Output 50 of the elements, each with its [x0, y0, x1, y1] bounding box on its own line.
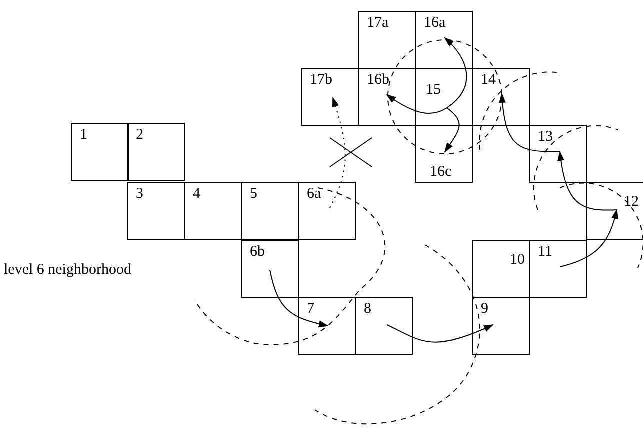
arrow: [444, 108, 460, 153]
arrow: [386, 94, 448, 114]
square-number: 6a: [307, 187, 322, 202]
grid-square: [472, 297, 530, 355]
square-number: 6b: [250, 245, 265, 260]
arrow: [558, 151, 618, 211]
square-number: 14: [481, 73, 496, 88]
grid-square: [355, 297, 413, 355]
square-number: 9: [481, 302, 488, 317]
grid-square: [472, 68, 530, 126]
square-number: 12: [624, 195, 639, 210]
square-number: 16a: [424, 16, 446, 31]
grid-square: [472, 240, 530, 298]
arrow: [499, 93, 560, 152]
grid-square: [529, 125, 587, 183]
grid-square: [529, 240, 587, 298]
grid-square: [127, 182, 185, 240]
square-number: 4: [193, 187, 200, 202]
arrow: [386, 324, 494, 343]
square-number: 2: [136, 128, 144, 143]
square-number: 3: [136, 187, 144, 202]
grid-square: [71, 123, 129, 181]
grid-square: [301, 68, 359, 126]
grid-square: [586, 182, 643, 240]
square-number: 5: [250, 187, 258, 202]
grid-square: [298, 182, 356, 240]
arrow: [270, 270, 329, 328]
dotted-arrow: [330, 97, 346, 208]
arrow: [560, 209, 618, 268]
grid-square: [127, 123, 185, 181]
square-number: 16b: [367, 73, 390, 88]
grid-square: [241, 182, 299, 240]
square-number: 16c: [430, 165, 452, 180]
grid-square: [298, 297, 356, 355]
grid-square: [241, 240, 299, 298]
square-number: 17a: [367, 16, 389, 31]
square-number: 8: [364, 302, 372, 317]
square-number: 13: [538, 130, 553, 145]
neighborhood-label: level 6 neighborhood: [4, 261, 132, 280]
square-number: 7: [307, 302, 314, 317]
square-number: 17b: [310, 73, 332, 88]
grid-square: [358, 11, 416, 69]
grid-square: [184, 182, 242, 240]
square-number: 10: [510, 253, 525, 268]
grid-square: [415, 125, 473, 183]
square-number: 15: [426, 83, 441, 98]
square-number: 1: [80, 128, 88, 143]
arrow: [444, 37, 468, 108]
square-number: 11: [538, 245, 552, 260]
grid-square: [415, 11, 473, 69]
